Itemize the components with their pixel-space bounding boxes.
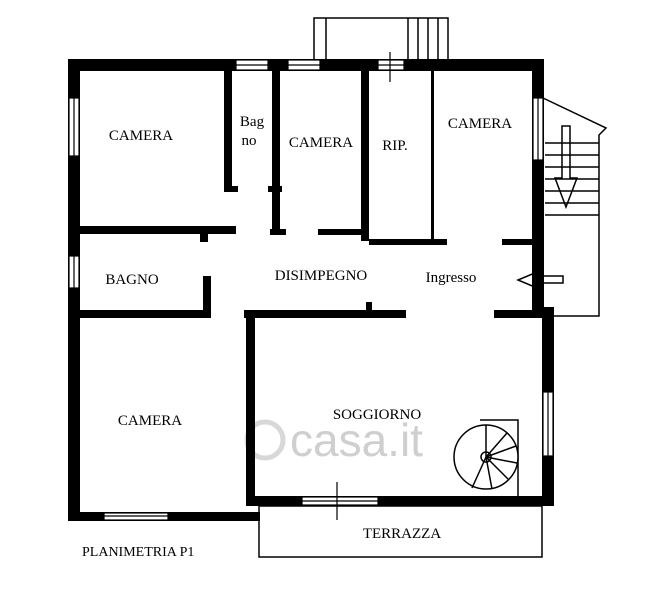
watermark: casa.it [244,414,423,466]
interior-walls [68,59,544,506]
external-stairs [516,97,608,317]
watermark-text: casa.it [290,414,423,466]
room-label-disimpegno: DISIMPEGNO [275,268,368,284]
plan-caption: PLANIMETRIA P1 [82,545,194,560]
room-label-camera-top-right: CAMERA [448,116,512,132]
windows [68,52,554,521]
spiral-staircase [453,419,519,496]
room-label-ripostiglio: RIP. [382,138,407,154]
room-label-ingresso: Ingresso [426,270,477,286]
room-label-camera-top-left: CAMERA [109,128,173,144]
top-balcony [313,17,449,61]
room-label-soggiorno: SOGGIORNO [333,407,422,423]
stairs-down-arrow-icon [553,125,579,210]
room-label-bagno-small-line1: Bag [240,114,265,130]
room-label-terrazza: TERRAZZA [363,526,441,542]
room-label-bagno: BAGNO [105,272,159,288]
room-label-camera-top-middle: CAMERA [289,135,353,151]
room-labels: CAMERA Bag no CAMERA RIP. CAMERA BAGNO D… [82,114,512,560]
room-label-bagno-small-line2: no [242,133,257,149]
room-label-camera-bottom-left: CAMERA [118,413,182,429]
